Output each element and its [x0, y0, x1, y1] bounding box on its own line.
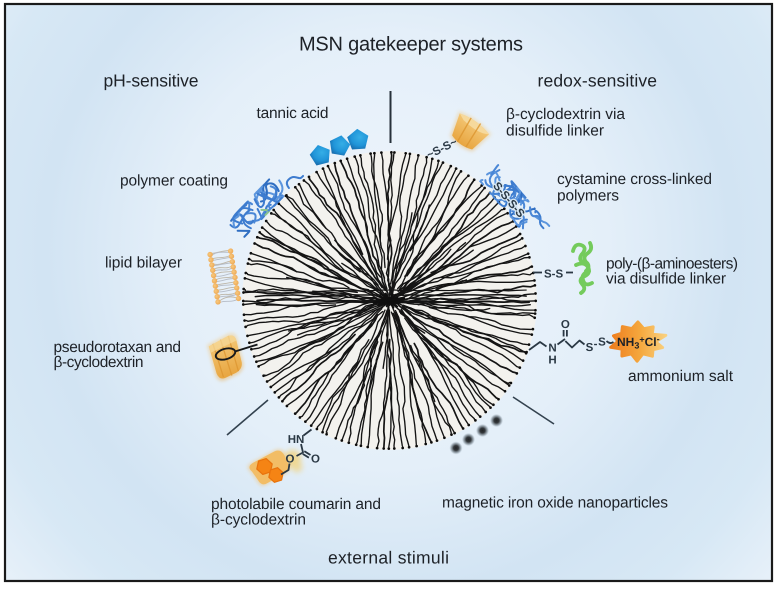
svg-text:S: S: [586, 342, 594, 354]
svg-text:disulfide linker: disulfide linker: [506, 123, 604, 140]
svg-text:-: -: [594, 339, 598, 351]
svg-text:S: S: [598, 337, 606, 349]
svg-text:magnetic iron oxide nanopartic: magnetic iron oxide nanoparticles: [442, 495, 668, 512]
svg-text:β-cyclodextrin via: β-cyclodextrin via: [506, 106, 625, 123]
svg-text:β-cyclodextrin: β-cyclodextrin: [54, 354, 144, 371]
svg-text:N: N: [548, 343, 556, 355]
svg-text:O: O: [561, 319, 570, 331]
svg-text:HN: HN: [288, 434, 305, 446]
svg-text:tannic acid: tannic acid: [257, 105, 329, 122]
svg-text:polymer coating: polymer coating: [120, 172, 228, 189]
svg-text:photolabile coumarin and: photolabile coumarin and: [211, 496, 381, 513]
svg-text:β-cyclodextrin: β-cyclodextrin: [211, 512, 306, 529]
svg-text:external stimuli: external stimuli: [328, 548, 449, 568]
svg-text:NH3+Cl-: NH3+Cl-: [617, 334, 660, 351]
svg-text:H: H: [548, 355, 556, 367]
svg-text:cystamine cross-linked: cystamine cross-linked: [557, 171, 712, 188]
svg-text:pseudorotaxan and: pseudorotaxan and: [54, 339, 182, 356]
svg-text:O: O: [311, 454, 320, 466]
svg-text:poly-(β-aminoesters): poly-(β-aminoesters): [606, 256, 738, 273]
svg-text:ammonium salt: ammonium salt: [628, 368, 734, 385]
svg-text:via disulfide linker: via disulfide linker: [606, 271, 726, 288]
svg-text:pH-sensitive: pH-sensitive: [104, 71, 199, 91]
svg-text:MSN gatekeeper systems: MSN gatekeeper systems: [299, 34, 523, 56]
svg-text:polymers: polymers: [557, 188, 619, 205]
svg-text:O: O: [286, 454, 295, 466]
svg-text:redox-sensitive: redox-sensitive: [538, 70, 658, 90]
svg-text:S-S: S-S: [544, 269, 564, 281]
svg-text:lipid bilayer: lipid bilayer: [105, 255, 182, 272]
